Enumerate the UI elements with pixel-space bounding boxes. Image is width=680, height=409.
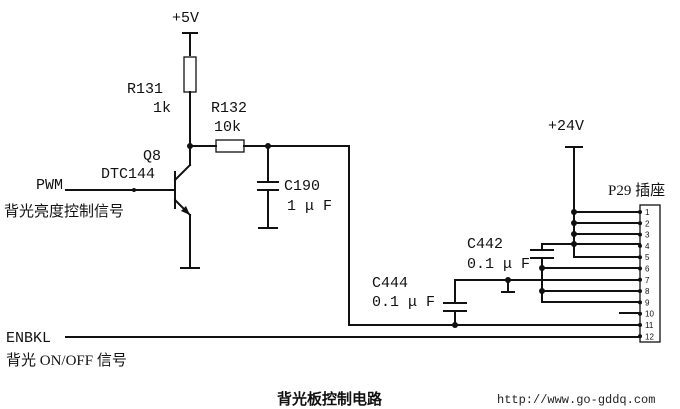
watermark: http://www.go-gddq.com [497, 393, 655, 407]
c442-ref: C442 [467, 236, 503, 253]
junction-dot [539, 288, 545, 294]
diagram-caption: 背光板控制电路 [277, 390, 383, 408]
junction-dot [505, 277, 511, 283]
r131-ref: R131 [127, 81, 163, 98]
connector-pin-label: 7 [645, 276, 650, 285]
connector-pin-dot [638, 311, 642, 316]
junction-dot [187, 143, 193, 149]
connector-pin-label: 5 [645, 253, 650, 262]
c190-capacitor [257, 145, 279, 229]
connector-pin-dot [638, 277, 642, 282]
c444-capacitor [443, 277, 641, 326]
connector-pin-dot [638, 255, 642, 260]
v24-rail [565, 146, 641, 258]
connector-pin-dot [638, 266, 642, 271]
connector-ref: P29 插座 [608, 182, 665, 199]
pwm-input-dot [132, 188, 136, 192]
connector-pin-label: 3 [645, 231, 650, 240]
r131-resistor [183, 56, 197, 93]
junction-dot [571, 241, 577, 247]
connector-pin-dot [638, 334, 642, 339]
r132-resistor [215, 139, 245, 153]
q8-part: DTC144 [101, 166, 155, 183]
c444-ref: C444 [372, 275, 408, 292]
r131-branch [182, 32, 198, 166]
enbkl-description: 背光 ON/OFF 信号 [6, 352, 127, 369]
c442-capacitor [530, 243, 641, 303]
connector-pin-label: 10 [645, 310, 654, 319]
connector-pin-dot [638, 221, 642, 226]
r132-value: 10k [214, 119, 241, 136]
connector-pin-label: 1 [645, 208, 650, 217]
junction-dot [539, 265, 545, 271]
c442-value: 0.1 μ F [467, 256, 530, 273]
c444-value: 0.1 μ F [372, 294, 435, 311]
c190-ref: C190 [284, 178, 320, 195]
q8-ref: Q8 [143, 148, 161, 165]
connector-pin-label: 9 [645, 298, 650, 307]
connector-pin-label: 6 [645, 265, 650, 274]
connector-pin-label: 11 [645, 321, 654, 330]
r131-value: 1k [153, 100, 171, 117]
connector-pin-dot [638, 289, 642, 294]
connector-pin-label: 4 [645, 242, 650, 251]
r132-ref: R132 [211, 100, 247, 117]
pwm-description: 背光亮度控制信号 [4, 203, 124, 220]
junction-dot [571, 209, 577, 215]
vcc5-label: +5V [172, 10, 199, 27]
enbkl-net-label: ENBKL [6, 330, 51, 347]
junction-dot [571, 231, 577, 237]
connector-pin-dot [638, 300, 642, 305]
c190-value: 1 μ F [287, 198, 332, 215]
r132-branch [187, 139, 350, 153]
connector-pin-dot [638, 323, 642, 327]
connector-pin-label: 2 [645, 219, 650, 228]
junction-dot [571, 220, 577, 226]
pwm-net-label: PWM [36, 177, 63, 194]
connector-pin-dot [638, 210, 642, 214]
connector-pin-label: 12 [645, 332, 654, 341]
connector-pin-dot [638, 243, 642, 248]
connector-pin-dot [638, 232, 642, 237]
q8-transistor [65, 163, 200, 269]
connector-body [639, 204, 661, 343]
vcc24-label: +24V [548, 118, 584, 135]
connector-pin-label: 8 [645, 287, 650, 296]
